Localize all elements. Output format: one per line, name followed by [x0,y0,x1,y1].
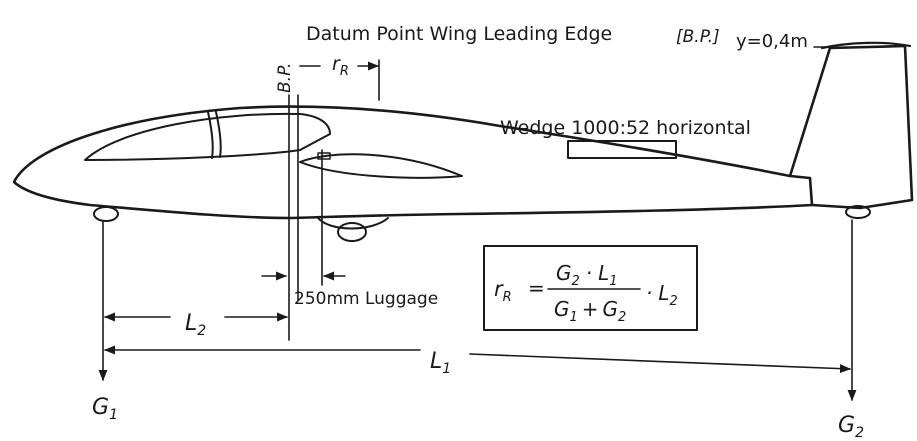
fuselage-outline [12,105,814,220]
datum-ref-label: [B.P.] [676,27,720,47]
nose-wheel [93,206,119,222]
canopy-frame-2 [215,111,222,158]
tailplane-top [820,41,912,50]
wedge-label: Wedge 1000:52 horizontal [500,117,751,139]
formula-box [483,245,698,331]
canopy-outline [84,112,331,161]
g2-label: G2 [838,413,864,441]
l1-label: L1 [430,349,451,377]
tail-wheel [845,205,871,219]
rr-label: rR [332,53,349,79]
luggage-label: 250mm Luggage [294,289,438,309]
canopy-frame-1 [207,111,214,159]
datum-label: Datum Point Wing Leading Edge [306,23,612,45]
formula-lhs: rR [494,277,512,305]
g1-label: G1 [92,395,118,423]
fin-outline [788,44,914,210]
y-value-label: y=0,4m [736,31,808,52]
formula-numerator: G2·L1 [556,261,618,289]
wing-root-outline [299,153,463,179]
main-wheel [337,222,367,242]
formula-denominator: G1+G2 [554,297,626,325]
l1-arrow-right [469,353,852,374]
formula-tail: ·L2 [646,281,678,309]
wedge-block [567,140,677,159]
wing-pin-mark [317,152,331,160]
l2-label: L2 [185,311,206,339]
bp-label: B.P. [275,63,295,93]
formula-equals: = [528,276,545,300]
